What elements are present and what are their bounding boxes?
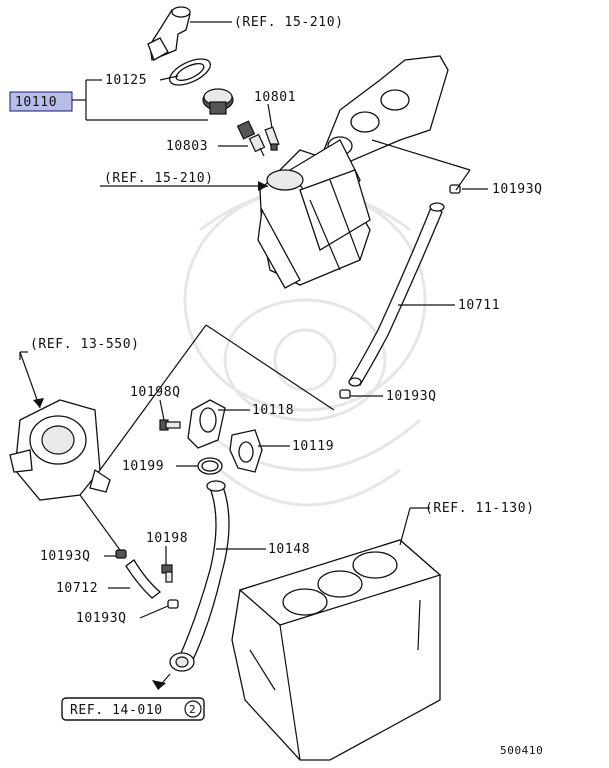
sensor-part-10803[interactable] bbox=[236, 120, 266, 157]
o-ring-part-10199[interactable] bbox=[197, 457, 223, 475]
water-pump-module bbox=[9, 399, 111, 501]
clamp-part-10193q-left[interactable] bbox=[115, 549, 127, 559]
part-number-10193q-a[interactable]: 10193Q bbox=[492, 182, 543, 197]
bolt-part-10198[interactable] bbox=[161, 564, 173, 583]
ref-13-550-label[interactable]: (REF. 13-550) bbox=[30, 337, 140, 352]
part-number-10198q[interactable]: 10198Q bbox=[130, 385, 181, 400]
part-number-10803[interactable]: 10803 bbox=[166, 139, 208, 154]
part-number-10801[interactable]: 10801 bbox=[254, 90, 296, 105]
ref-14-010-number: 2 bbox=[189, 703, 196, 716]
sensor-part-10801[interactable] bbox=[264, 126, 280, 151]
hose-part-10711[interactable] bbox=[348, 202, 445, 387]
gasket-part-10119[interactable] bbox=[229, 429, 263, 473]
arrow-heads bbox=[33, 181, 268, 690]
ref-14-010-label[interactable]: REF. 14-010 bbox=[70, 703, 163, 718]
gasket-part-10125[interactable] bbox=[166, 54, 214, 91]
part-number-10198[interactable]: 10198 bbox=[146, 531, 188, 546]
clamp-part-10193q-bottom[interactable] bbox=[167, 599, 179, 609]
part-number-10193q-d[interactable]: 10193Q bbox=[76, 611, 127, 626]
part-number-10193q-b[interactable]: 10193Q bbox=[386, 389, 437, 404]
part-number-10199[interactable]: 10199 bbox=[122, 459, 164, 474]
pipe-part-10148[interactable] bbox=[169, 480, 230, 672]
leader-lines bbox=[19, 21, 488, 619]
part-number-10711[interactable]: 10711 bbox=[458, 298, 500, 313]
part-number-10119[interactable]: 10119 bbox=[292, 439, 334, 454]
ref-14-010-circle bbox=[184, 700, 202, 718]
hose-part-10712[interactable] bbox=[125, 559, 162, 599]
bolt-part-10198q[interactable] bbox=[159, 419, 181, 431]
ref-14-010-box bbox=[61, 697, 205, 721]
part-number-10148[interactable]: 10148 bbox=[268, 542, 310, 557]
diagram-id: 500410 bbox=[500, 744, 543, 757]
engine-block bbox=[231, 539, 442, 761]
part-number-10110[interactable]: 10110 bbox=[15, 95, 57, 110]
thermostat-cover-part[interactable] bbox=[147, 6, 191, 61]
thermostat-part-10110[interactable] bbox=[202, 88, 234, 115]
ref-15-210-top-label[interactable]: (REF. 15-210) bbox=[234, 15, 344, 30]
part-number-10193q-c[interactable]: 10193Q bbox=[40, 549, 91, 564]
part-number-10125[interactable]: 10125 bbox=[105, 73, 147, 88]
ref-11-130-label[interactable]: (REF. 11-130) bbox=[425, 501, 535, 516]
part-number-10118[interactable]: 10118 bbox=[252, 403, 294, 418]
highlight-box-10110 bbox=[9, 91, 73, 112]
clamp-part-10193q-lower-right[interactable] bbox=[339, 389, 351, 399]
labels: (REF. 15-210) 10110 10125 10801 10803 (R… bbox=[9, 15, 543, 757]
manifold-assembly bbox=[257, 55, 449, 289]
fitting-part-10118[interactable] bbox=[187, 399, 226, 449]
ref-15-210-mid-label[interactable]: (REF. 15-210) bbox=[104, 171, 214, 186]
part-number-10712[interactable]: 10712 bbox=[56, 581, 98, 596]
